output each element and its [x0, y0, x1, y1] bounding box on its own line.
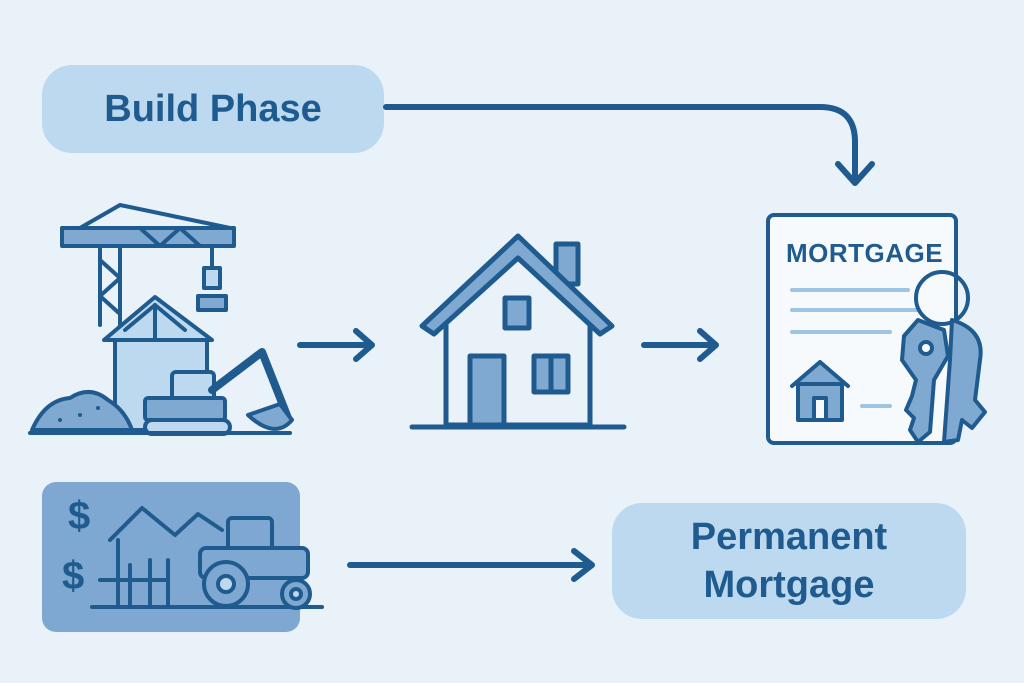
build-phase-label: Build Phase — [42, 65, 384, 153]
permanent-mortgage-line2: Mortgage — [703, 564, 875, 606]
permanent-mortgage-label: Permanent Mortgage — [612, 503, 966, 619]
construction-to-house-arrow — [297, 328, 375, 362]
mortgage-document-title: MORTGAGE — [786, 238, 944, 268]
house-to-mortgage-arrow — [641, 328, 719, 362]
keys-icon — [900, 270, 987, 444]
build-phase-text: Build Phase — [104, 87, 322, 130]
land-financing-panel — [42, 482, 324, 632]
construction-site-icon — [28, 203, 294, 436]
dollar-sign-top: $ — [68, 494, 91, 538]
land-to-permanent-arrow — [347, 548, 595, 582]
build-to-mortgage-arrow — [383, 104, 875, 186]
dollar-sign-bottom: $ — [62, 554, 85, 598]
tractor-icon — [198, 516, 312, 610]
permanent-mortgage-line1: Permanent — [690, 516, 888, 558]
house-icon — [409, 233, 627, 430]
